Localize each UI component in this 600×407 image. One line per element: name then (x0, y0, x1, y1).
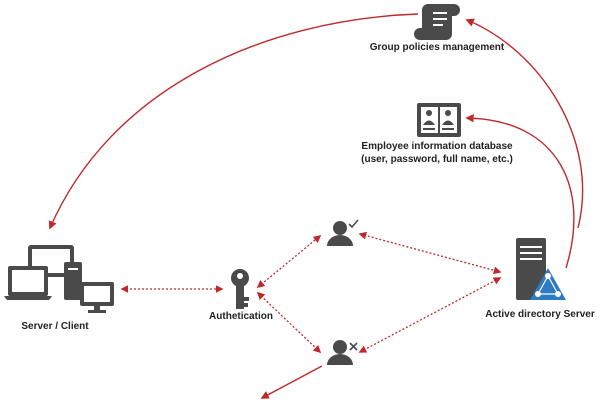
dotted-arrow-key-user-ok (256, 235, 322, 288)
employee-db-label-line1: Employee information database (361, 141, 513, 152)
group-policies-label: Group policies management (369, 42, 505, 53)
active-directory-label: Active directory Server (485, 309, 595, 320)
arrow-policies-to-devices (48, 13, 419, 230)
dotted-arrow-user-denied-server (358, 277, 502, 353)
user-x-icon (327, 340, 358, 365)
server-client-label: Server / Client (21, 321, 89, 332)
book-icon (417, 103, 461, 137)
devices-icon (4, 245, 114, 313)
arrow-to-group-policies (465, 18, 584, 229)
active-directory-icon (530, 268, 566, 300)
arrow-to-employee-db (465, 113, 575, 269)
employee-db-label-line2: (user, password, full name, etc.) (361, 154, 513, 165)
key-icon (231, 269, 249, 309)
employee-db-label: Employee information database (user, pas… (361, 140, 513, 166)
dotted-arrow-user-ok-server (358, 231, 502, 275)
authentication-label: Authetication (209, 311, 273, 322)
scroll-icon (414, 4, 460, 40)
arrow-denied-outward (260, 365, 323, 399)
server-icon (516, 238, 546, 300)
user-check-icon (327, 219, 359, 246)
